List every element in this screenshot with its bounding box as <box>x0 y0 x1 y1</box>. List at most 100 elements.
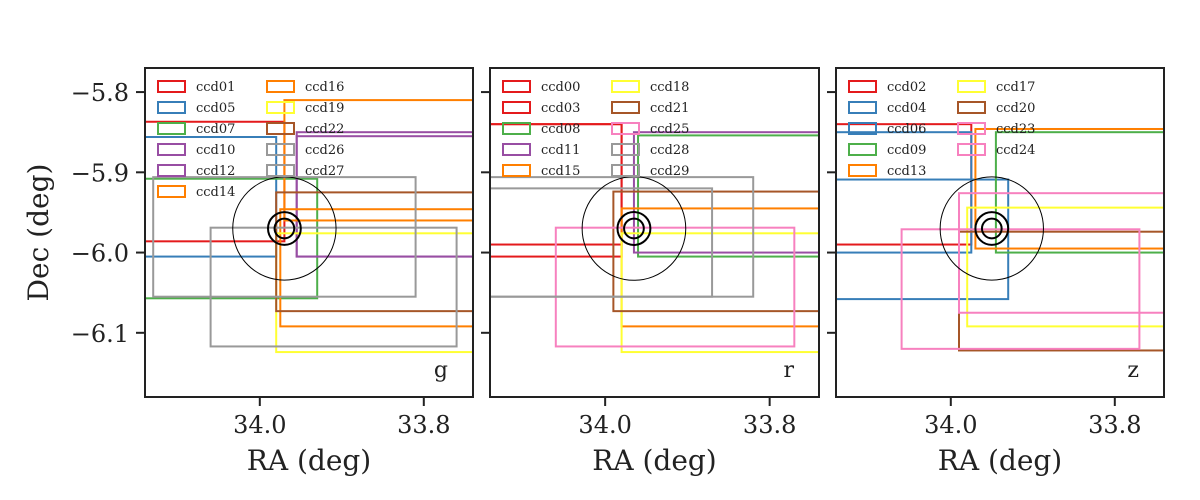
x-tick-label: 34.0 <box>233 411 286 439</box>
y-tick-label: −6.0 <box>71 240 129 268</box>
legend-swatch <box>957 80 986 93</box>
panel-g: ccd01ccd05ccd07ccd10ccd12ccd14ccd16ccd19… <box>22 67 474 477</box>
legend-label: ccd14 <box>196 185 235 200</box>
legend-swatch <box>957 122 986 135</box>
aperture-circle <box>623 217 645 240</box>
legend-label: ccd01 <box>196 80 235 95</box>
legend-label: ccd29 <box>650 164 689 179</box>
legend-swatch <box>502 80 531 93</box>
legend-swatch <box>502 143 531 156</box>
ccd-footprint-ccd16 <box>283 99 473 222</box>
legend-label: ccd05 <box>196 101 235 116</box>
aperture-circle <box>616 211 652 246</box>
legend-swatch <box>266 80 295 93</box>
legend-swatch <box>502 122 531 135</box>
legend-swatch <box>611 80 640 93</box>
ccd-footprint-ccd17 <box>966 206 1164 328</box>
legend-label: ccd03 <box>541 101 580 116</box>
legend: ccd00ccd03ccd08ccd11ccd15ccd18ccd21ccd25… <box>502 80 689 179</box>
legend-label: ccd20 <box>996 101 1035 116</box>
legend-label: ccd10 <box>196 143 235 158</box>
x-axis-label: RA (deg) <box>592 444 716 477</box>
legend-swatch <box>848 101 877 114</box>
axes-frame <box>489 67 820 398</box>
legend-label: ccd16 <box>305 80 344 95</box>
legend: ccd02ccd04ccd06ccd09ccd13ccd17ccd20ccd23… <box>848 80 1035 179</box>
legend-label: ccd27 <box>305 164 344 179</box>
legend-label: ccd21 <box>650 101 689 116</box>
x-tick-label: 34.0 <box>578 411 631 439</box>
aperture-circle <box>273 217 296 240</box>
legend-swatch <box>611 122 640 135</box>
legend-swatch <box>848 122 877 135</box>
ccd-footprint-ccd19 <box>275 232 473 354</box>
legend-label: ccd25 <box>650 122 689 137</box>
y-tick-label: −5.9 <box>71 159 129 187</box>
legend-swatch <box>848 80 877 93</box>
ccd-footprint-ccd24 <box>958 192 1164 314</box>
ccd-footprint-ccd21 <box>612 190 819 313</box>
legend-swatch <box>957 101 986 114</box>
legend-swatch <box>157 122 186 135</box>
x-tick-label: 33.8 <box>743 411 796 439</box>
legend-label: ccd00 <box>541 80 580 95</box>
ccd-footprint-ccd14 <box>279 208 473 328</box>
y-axis-label: Dec (deg) <box>22 164 55 302</box>
legend-swatch <box>157 143 186 156</box>
legend-label: ccd22 <box>305 122 344 137</box>
ccd-footprint-ccd04 <box>836 178 1010 301</box>
legend-label: ccd02 <box>887 80 926 95</box>
x-tick-label: 34.0 <box>924 411 977 439</box>
legend-swatch <box>266 143 295 156</box>
ccd-footprint-ccd27 <box>209 226 458 348</box>
legend-label: ccd18 <box>650 80 689 95</box>
ccd-footprint-ccd08 <box>637 134 819 258</box>
legend-label: ccd07 <box>196 122 235 137</box>
aperture-circle <box>939 176 1044 281</box>
legend-label: ccd11 <box>541 143 580 158</box>
legend-swatch <box>157 80 186 93</box>
legend-label: ccd23 <box>996 122 1035 137</box>
panel-r: ccd00ccd03ccd08ccd11ccd15ccd18ccd21ccd25… <box>481 67 820 477</box>
legend-swatch <box>266 101 295 114</box>
legend-label: ccd12 <box>196 164 235 179</box>
legend-label: ccd04 <box>887 101 926 116</box>
legend-swatch <box>957 143 986 156</box>
x-axis-label: RA (deg) <box>247 444 371 477</box>
legend-swatch <box>157 101 186 114</box>
plot-area <box>836 123 1164 352</box>
legend-label: ccd28 <box>650 143 689 158</box>
ccd-footprint-ccd23 <box>900 228 1141 350</box>
ccd-footprint-ccd25 <box>554 226 796 348</box>
ccd-footprint-ccd02 <box>836 123 973 246</box>
band-label: g <box>434 358 448 383</box>
legend: ccd01ccd05ccd07ccd10ccd12ccd14ccd16ccd19… <box>157 80 344 200</box>
legend-swatch <box>157 185 186 198</box>
x-tick-label: 33.8 <box>397 411 450 439</box>
legend-swatch <box>611 164 640 177</box>
band-label: z <box>1127 358 1139 383</box>
legend-swatch <box>502 101 531 114</box>
legend-swatch <box>157 164 186 177</box>
legend-swatch <box>266 164 295 177</box>
legend-swatch <box>502 164 531 177</box>
legend-label: ccd26 <box>305 143 344 158</box>
axes-frame <box>144 67 474 398</box>
legend-swatch <box>266 122 295 135</box>
ccd-footprint-ccd13 <box>974 127 1164 250</box>
ccd-footprint-ccd03 <box>490 123 623 258</box>
ccd-footprint-ccd22 <box>275 191 473 313</box>
legend-label: ccd15 <box>541 164 580 179</box>
y-tick-label: −5.8 <box>71 79 129 107</box>
aperture-circle <box>980 217 1003 240</box>
y-tick-label: −6.1 <box>71 320 129 348</box>
panel-z: ccd02ccd04ccd06ccd09ccd13ccd17ccd20ccd23… <box>827 67 1165 477</box>
aperture-circle <box>974 211 1010 246</box>
aperture-circle <box>267 211 302 246</box>
legend-label: ccd09 <box>887 143 926 158</box>
band-label: r <box>783 358 794 383</box>
plot-area <box>145 99 473 354</box>
axes-frame <box>835 67 1165 398</box>
legend-label: ccd17 <box>996 80 1035 95</box>
